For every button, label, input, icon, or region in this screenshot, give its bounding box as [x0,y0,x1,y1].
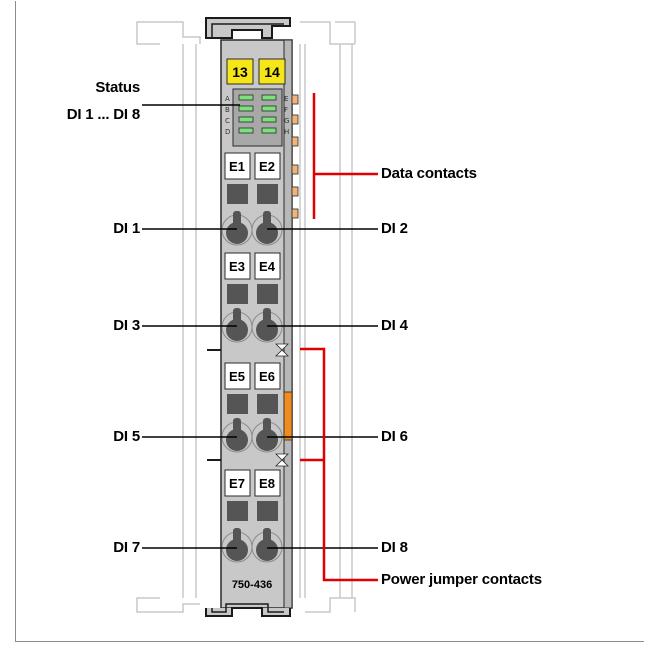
di2-label: DI 2 [381,220,408,237]
terminal-group-2: E3 E4 [224,252,281,304]
status-label-line2: DI 1 ... DI 8 [66,106,140,123]
data-contacts [291,94,299,219]
wire-opening-di8 [251,528,283,563]
part-number: 750-436 [232,579,272,591]
status-label-line1: Status [95,79,140,96]
led-letter-e: E [284,95,288,103]
wire-opening-di7 [221,528,253,563]
led-f [261,105,277,112]
terminal-label-e3: E3 [229,259,245,274]
led-letter-d: D [225,128,230,136]
led-e [261,94,277,101]
din-rail [136,21,356,613]
potential-labels: 13 14 [226,58,286,85]
callout-lines [142,104,378,549]
led-a [238,94,254,101]
terminal-label-e7: E7 [229,476,245,491]
di6-label: DI 6 [381,428,408,445]
wire-opening-di1 [221,211,253,246]
di4-label: DI 4 [381,317,408,334]
potential-label-14-text: 14 [264,64,280,80]
power-jumper-contact [207,343,293,467]
terminal-group-3: E5 E6 [224,362,281,414]
potential-label-13 [226,58,254,85]
terminal-label-e8: E8 [259,476,275,491]
data-contacts-label: Data contacts [381,165,477,182]
di8-label: DI 8 [381,539,408,556]
terminal-label-e6: E6 [259,369,275,384]
di3-label: DI 3 [113,317,140,334]
led-letter-a: A [225,95,230,103]
led-letter-f: F [284,106,288,114]
led-letter-h: H [284,128,289,136]
di7-label: DI 7 [113,539,140,556]
potential-label-13-text: 13 [232,64,248,80]
wire-opening-di2 [251,211,283,246]
terminal-label-e1: E1 [229,159,245,174]
di1-label: DI 1 [113,220,140,237]
power-jumper-contacts-label: Power jumper contacts [381,571,542,588]
terminal-group-1: E1 E2 [224,152,281,204]
led-letter-g: G [284,117,289,125]
led-panel: A B C D E F G H [225,88,289,147]
di5-label: DI 5 [113,428,140,445]
led-h [261,127,277,134]
led-letter-c: C [225,117,230,125]
led-g [261,116,277,123]
diagram-frame [15,1,644,642]
wire-openings [221,211,283,563]
led-d [238,127,254,134]
led-c [238,116,254,123]
wire-opening-di4 [251,308,283,343]
led-letter-b: B [225,106,230,114]
red-brackets [300,93,378,582]
power-jumper-bracket-top [300,347,378,582]
led-b [238,105,254,112]
wire-opening-di3 [221,308,253,343]
terminal-label-e4: E4 [259,259,276,274]
terminal-label-e5: E5 [229,369,245,384]
terminal-label-e2: E2 [259,159,275,174]
terminal-group-4: E7 E8 [224,469,281,521]
potential-label-14 [258,58,286,85]
